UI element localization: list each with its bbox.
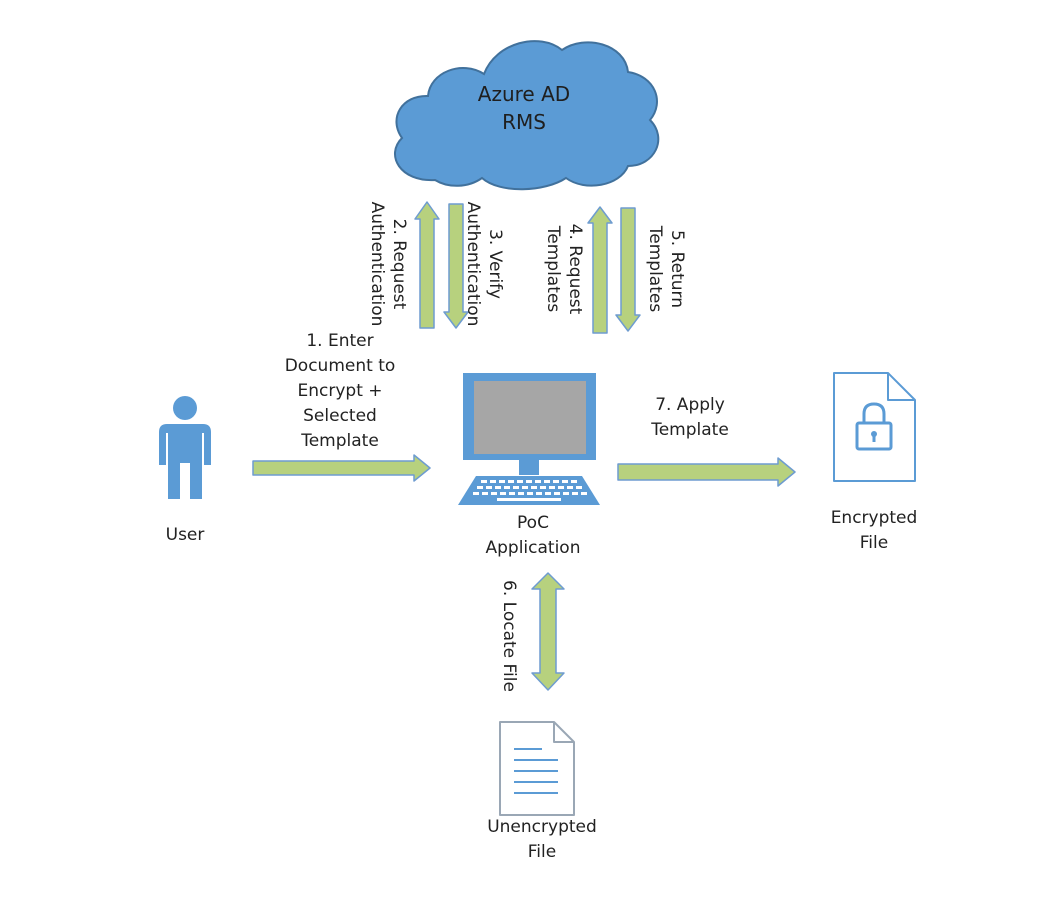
step5-label: 5. Return Templates — [644, 204, 688, 334]
step1-line4: Selected — [303, 406, 377, 426]
step1-line1: 1. Enter — [306, 331, 374, 351]
step3-line1: 3. Verify — [485, 229, 505, 299]
step5-line1: 5. Return — [667, 229, 687, 309]
app-label: PoC Application — [463, 511, 603, 561]
step3-line2: Authentication — [463, 201, 483, 327]
step7-line1: 7. Apply — [655, 395, 725, 415]
arrow-verify-authentication — [443, 203, 469, 329]
step5-line2: Templates — [645, 225, 665, 313]
step2-line2: Authentication — [367, 201, 387, 327]
step1-line5: Template — [301, 431, 379, 451]
step3-label: 3. Verify Authentication — [462, 194, 506, 334]
computer-icon — [458, 373, 600, 505]
step4-label: 4. Request Templates — [542, 204, 586, 334]
azure-cloud-icon — [394, 40, 660, 191]
arrow-enter-document — [252, 454, 431, 482]
arrow-apply-template — [617, 457, 796, 487]
arrow-locate-file — [531, 572, 565, 691]
step6-line1: 6. Locate File — [499, 580, 519, 692]
cloud-label-line2: RMS — [502, 110, 546, 134]
unencrypted-file-icon — [499, 721, 575, 816]
arrow-return-templates — [615, 207, 641, 332]
step4-line1: 4. Request — [565, 223, 585, 315]
user-icon — [159, 396, 211, 499]
unencrypted-file-line1: Unencrypted — [487, 817, 597, 837]
cloud-label-line1: Azure AD — [477, 82, 571, 106]
app-label-line1: PoC — [517, 513, 549, 533]
user-label: User — [145, 523, 225, 548]
step4-line2: Templates — [543, 225, 563, 313]
arrow-request-templates — [587, 206, 613, 334]
step6-label: 6. Locate File — [498, 566, 520, 706]
step7-line2: Template — [651, 420, 729, 440]
azure-ad-rms-label: Azure AD RMS — [464, 80, 584, 136]
unencrypted-file-label: Unencrypted File — [472, 815, 612, 865]
step1-line2: Document to — [284, 356, 396, 376]
encrypted-file-icon — [833, 372, 916, 482]
encrypted-file-label: Encrypted File — [814, 506, 934, 556]
user-label-text: User — [165, 525, 205, 545]
arrow-request-authentication — [414, 201, 440, 329]
step7-label: 7. Apply Template — [630, 393, 750, 443]
unencrypted-file-line2: File — [527, 842, 557, 862]
encrypted-file-line1: Encrypted — [830, 508, 918, 528]
step1-line3: Encrypt + — [297, 381, 383, 401]
step1-label: 1. Enter Document to Encrypt + Selected … — [270, 329, 410, 454]
step2-line1: 2. Request — [389, 218, 409, 310]
app-label-line2: Application — [485, 538, 581, 558]
encrypted-file-line2: File — [859, 533, 889, 553]
step2-label: 2. Request Authentication — [366, 194, 410, 334]
